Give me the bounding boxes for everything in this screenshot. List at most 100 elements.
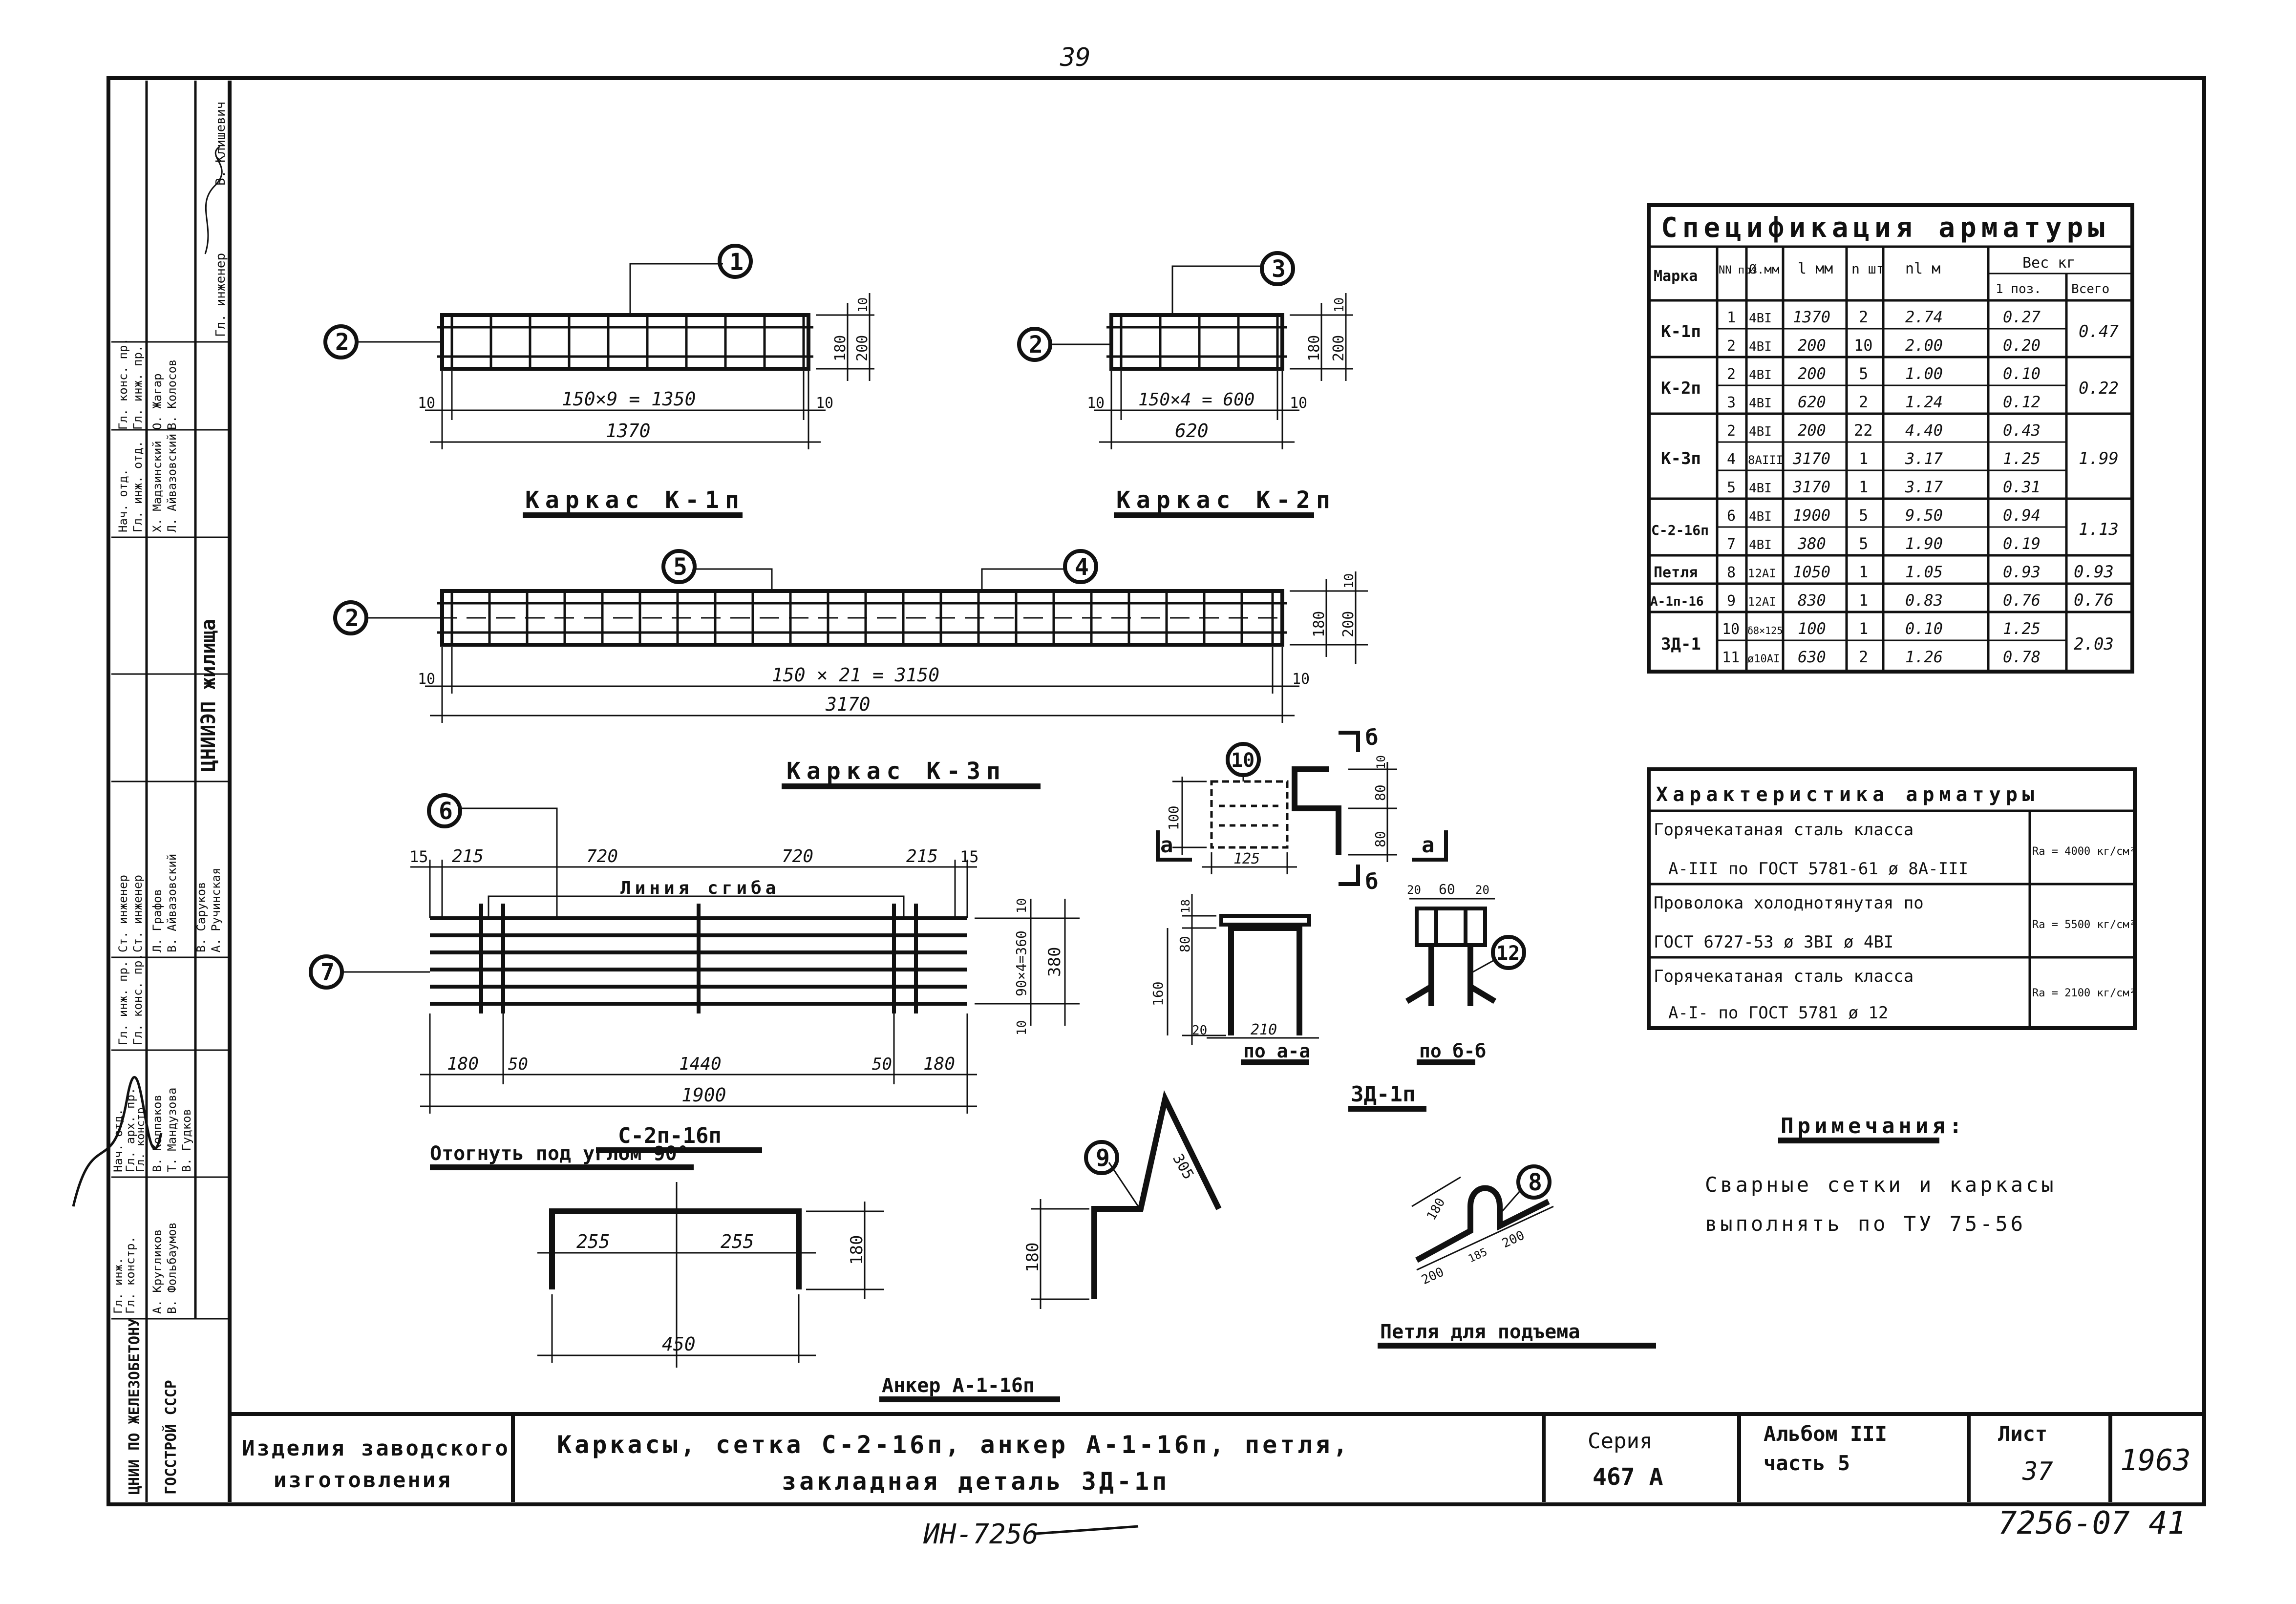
stamp-roles-a-1: Гл. инж. отд. (131, 441, 145, 532)
mesh-side-dim-a: 90×4=360 (1013, 930, 1029, 996)
spec-r10-len: 830 (1798, 591, 1826, 610)
spec-r7-nl: 9.50 (1905, 506, 1943, 525)
spec-r4-pos: 2 (1727, 422, 1736, 440)
k3-dim-total: 3170 (825, 694, 871, 715)
pos-1-label: 1 (729, 249, 744, 276)
spec-header-per-pos: 1 поз. (1996, 282, 2041, 296)
k3-dim-height-a: 180 (1311, 611, 1328, 637)
title-block: Изделия заводского изготовления Каркасы,… (242, 1414, 2191, 1502)
spec-r1-n: 10 (1854, 336, 1873, 355)
k3-title: Каркас К-3п (787, 758, 1006, 785)
chars-r1-l2: ГОСТ 6727-53 ø 3ВI ø 4ВI (1654, 932, 1893, 952)
pos-4-label: 4 (1075, 553, 1089, 581)
spec-r3-w: 0.12 (2003, 393, 2041, 411)
chars-r2-r: Rа = 2100 кг/см² (2032, 987, 2136, 999)
frame-k1: 1 2 150×9 = 1350 1370 10 10 180 200 10 К… (323, 244, 874, 518)
loop-dim-3: 200 (1500, 1228, 1527, 1251)
k2-dim-height-b: 200 (1330, 335, 1347, 361)
spec-r9-total: 0.93 (2074, 562, 2114, 582)
chars-r1-r: Rа = 5500 кг/см² (2032, 919, 2136, 931)
stamp-roles-b-3: Ст. инженер (131, 875, 145, 952)
sheet-code: 7256-07 41 (1998, 1505, 2186, 1541)
stamp-names-a-2: О. Жагар (150, 373, 164, 430)
inventory-number: ИН-7256 (923, 1519, 1039, 1550)
loop-dim-1: 200 (1419, 1265, 1446, 1287)
spec-r8-len: 380 (1797, 534, 1826, 553)
spec-r11-pos: 10 (1722, 621, 1740, 638)
notes-line-2: выполнять по ТУ 75-56 (1705, 1212, 2026, 1236)
spec-r0-nl: 2.74 (1905, 308, 1943, 326)
spec-r10-n: 1 (1859, 591, 1868, 610)
pos-8-label: 8 (1528, 1169, 1542, 1196)
embed-dim-aa-0: 18 (1179, 899, 1192, 913)
mesh-top-dim-0: 15 (409, 847, 428, 866)
loop-dim-0: 180 (1424, 1196, 1448, 1223)
title-block-a: Изделия заводского (242, 1436, 510, 1461)
embed-dim-aa-3: 20 (1192, 1023, 1207, 1038)
bar-9: 180 305 9 (1023, 1090, 1222, 1309)
spec-r6-nl: 3.17 (1905, 478, 1943, 496)
spec-r11-mark: ЗД-1 (1661, 634, 1701, 654)
mesh-side-gap-bottom: 10 (1015, 1020, 1029, 1035)
pos-9-marker (1084, 1140, 1119, 1175)
k1-dim-end-left: 10 (418, 395, 435, 412)
pos-2-label-k2: 2 (1029, 331, 1043, 359)
spec-r5-n: 1 (1859, 449, 1868, 468)
embed-zd1: 10 100 125 а а 80 10 80 б б 18 (1150, 725, 1526, 1112)
anchor-dim-0: 255 (576, 1231, 610, 1252)
k1-dim-spacing: 150×9 = 1350 (562, 388, 696, 410)
embed-mark-b-bottom: б (1365, 869, 1379, 894)
spec-header-len: l мм (1798, 260, 1833, 277)
spec-r1-pos: 2 (1727, 338, 1736, 355)
spec-r2-n: 5 (1859, 364, 1868, 383)
stamp-roles-a-2: Гл. конс. пр. (116, 338, 130, 430)
spec-r10-dia: 12АI (1748, 595, 1776, 609)
spec-r3-n: 2 (1859, 393, 1868, 411)
anchor-dim-1: 255 (721, 1231, 754, 1252)
spec-header-nl: nl м (1905, 260, 1940, 277)
spec-r12-n: 2 (1859, 648, 1868, 666)
spec-r2-dia: 4ВI (1749, 368, 1772, 382)
spec-header-dia: Ø мм (1749, 262, 1780, 277)
stamp-org-full: ГОССТРОЙ СССР (162, 1380, 180, 1495)
pos-6-label: 6 (439, 798, 453, 825)
spec-r1-dia: 4ВI (1749, 339, 1772, 354)
k1-dim-gap: 10 (856, 297, 871, 313)
spec-r6-w: 0.31 (2003, 478, 2041, 496)
stamp-names-b-1: В. Айвазовский (165, 854, 179, 952)
pos-8-marker (1516, 1164, 1552, 1200)
mesh-top-dim-1: 215 (452, 846, 484, 866)
stamp-names-c-4: В. Гудков (180, 1109, 193, 1172)
chars-r1-l1: Проволока холоднотянутая по (1654, 893, 1924, 913)
pos-12-label: 12 (1496, 942, 1520, 965)
spec-r8-dia: 4ВI (1749, 538, 1772, 552)
spec-r4-dia: 4ВI (1749, 424, 1772, 439)
spec-header-mark: Марка (1654, 268, 1698, 285)
pos-5-marker (661, 549, 697, 584)
k2-dim-height-a: 180 (1306, 335, 1323, 361)
spec-r6-len: 3170 (1792, 478, 1830, 496)
spec-r9-len: 1050 (1793, 563, 1830, 581)
spec-header-pos: NN поз. (1719, 264, 1764, 276)
k3-dim-height-b: 200 (1340, 611, 1357, 637)
embed-dim-bb-2: 20 (1475, 883, 1489, 897)
title-block-b: изготовления (274, 1468, 452, 1493)
stamp-roles-c-1: Гл. констр. (124, 1236, 137, 1314)
k3-dim-end-left: 10 (418, 671, 435, 688)
embed-mark-b-top: б (1365, 725, 1379, 750)
embed-mark-a-left: а (1160, 833, 1173, 858)
page-number: 39 (1060, 43, 1091, 72)
spec-r12-nl: 1.26 (1905, 648, 1943, 666)
stamp-names-c-0: А. Кругликов (150, 1229, 164, 1314)
spec-r4-total: 1.99 (2079, 449, 2119, 468)
spec-r8-n: 5 (1859, 534, 1868, 553)
stamp-names-b-3: А. Ручинская (209, 868, 223, 952)
spec-r5-pos: 4 (1727, 451, 1736, 468)
spec-r7-len: 1900 (1793, 506, 1830, 525)
pos-1-marker (718, 244, 753, 279)
anchor-a1: Отогнуть под углом 90° 255 255 180 450 А… (430, 1142, 1060, 1402)
mesh-side-dim-b: 380 (1045, 947, 1064, 977)
embed-dim-aa-2: 160 (1150, 981, 1166, 1006)
embed-dim-plan-1: 125 (1233, 850, 1260, 867)
k1-dim-end-right: 10 (816, 395, 833, 412)
